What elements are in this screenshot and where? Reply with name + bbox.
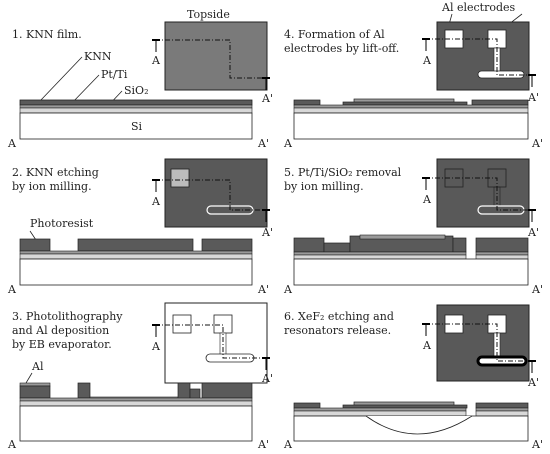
panel-3-title-line-3: by EB evaporator. (12, 338, 112, 351)
panel-1-sio2-layer (19, 107, 253, 114)
panel-6: 6. XeF₂ etching and resonators release. … (283, 304, 543, 451)
panel-5-mark-a: A (422, 193, 432, 206)
panel-3-title-line-2: and Al deposition (12, 324, 109, 337)
panel-3-cross-a2: A' (257, 438, 269, 451)
panel-1: 1. KNN film. Topside A A' KNN Pt/Ti SiO₂… (7, 8, 273, 150)
panel-2-topview (164, 158, 268, 228)
panel-4-si-substrate (293, 112, 529, 140)
panel-3-mark-a: A (151, 340, 161, 353)
panel-1-section-line (155, 39, 270, 79)
panel-4-mark-a: A (422, 54, 432, 67)
panel-1-si-substrate (19, 112, 253, 140)
panel-2-si-substrate (19, 258, 253, 286)
panel-5-mark-a2: A' (527, 226, 539, 239)
panel-4: 4. Formation of Al electrodes by lift-of… (283, 1, 543, 150)
panel-6-cross-a: A (283, 438, 293, 451)
panel-1-knn-layer (19, 99, 253, 106)
panel-1-mark-a: A (151, 54, 161, 67)
panel-2: 2. KNN etching by ion milling. A A' Phot… (7, 158, 273, 296)
panel-5-title-line-1: 5. Pt/Ti/SiO₂ removal (284, 166, 402, 179)
photoresist-label: Photoresist (30, 217, 94, 230)
panel-5-cross-a: A (283, 283, 293, 296)
panel-1-pt-layer (19, 104, 253, 109)
panel-4-cross-a: A (283, 137, 293, 150)
panel-3-si-substrate (19, 405, 253, 442)
layer-label-si: Si (131, 120, 143, 133)
panel-5-title-line-2: by ion milling. (284, 180, 364, 193)
panel-2-mark-a: A (151, 195, 161, 208)
panel-1-cross-a: A (7, 137, 17, 150)
panel-5: 5. Pt/Ti/SiO₂ removal by ion milling. A … (283, 158, 543, 296)
panel-5-si-substrate (293, 258, 529, 286)
panel-4-mark-a2: A' (527, 91, 539, 104)
panel-2-title-line-1: 2. KNN etching (12, 166, 99, 179)
panel-6-title-line-1: 6. XeF₂ etching and (284, 310, 394, 323)
panel-3-title-line-1: 3. Photolithography (12, 310, 123, 323)
panel-3-mark-a2: A' (261, 372, 273, 385)
panel-5-topview (436, 158, 530, 228)
panel-5-cross-a2: A' (531, 283, 543, 296)
al-label: Al (31, 360, 44, 373)
layer-label-sio2: SiO₂ (124, 84, 148, 97)
panel-4-title-line-2: electrodes by lift-off. (284, 42, 399, 55)
panel-1-cross-a2: A' (257, 137, 269, 150)
panel-6-cross-a2: A' (531, 438, 543, 451)
panel-6-released-cavity (365, 415, 473, 435)
layer-label-knn: KNN (84, 50, 112, 63)
panel-4-cross-a2: A' (531, 137, 543, 150)
panel-1-topview (164, 21, 268, 91)
layer-label-pt-ti: Pt/Ti (101, 68, 128, 81)
panel-6-title-line-2: resonators release. (284, 324, 391, 337)
panel-6-mark-a2: A' (527, 376, 539, 389)
panel-2-mark-a2: A' (261, 226, 273, 239)
topside-label: Topside (187, 8, 230, 21)
panel-4-title-line-1: 4. Formation of Al (284, 28, 385, 41)
panel-2-title-line-2: by ion milling. (12, 180, 92, 193)
al-electrodes-label: Al electrodes (441, 1, 516, 14)
panel-1-mark-a2: A' (261, 92, 273, 105)
panel-1-title-line-1: 1. KNN film. (12, 28, 82, 41)
panel-2-cross-a: A (7, 283, 17, 296)
panel-2-cross-a2: A' (257, 283, 269, 296)
panel-3: 3. Photolithography and Al deposition by… (7, 302, 273, 451)
panel-6-mark-a: A (422, 339, 432, 352)
panel-3-cross-a: A (7, 438, 17, 451)
